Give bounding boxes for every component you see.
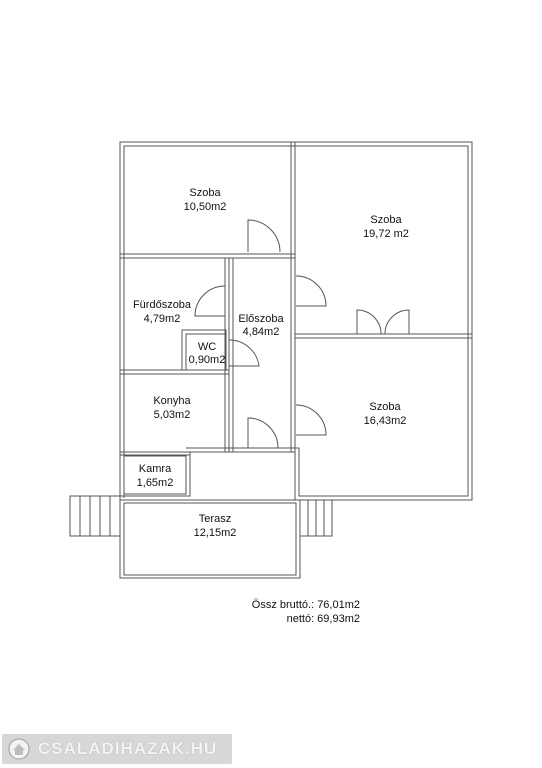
house-logo-icon xyxy=(8,738,30,760)
room-area-szoba-ne: 19,72 m2 xyxy=(363,228,409,240)
room-area-kamra: 1,65m2 xyxy=(137,477,174,489)
room-area-szoba-se: 16,43m2 xyxy=(364,415,407,427)
room-area-wc: 0,90m2 xyxy=(189,354,226,366)
room-area-terasz: 12,15m2 xyxy=(194,527,237,539)
room-name-szoba-se: Szoba xyxy=(369,401,401,413)
room-area-eloszoba: 4,84m2 xyxy=(243,326,280,338)
total-netto: nettó: 69,93m2 xyxy=(286,613,360,625)
room-name-szoba-ne: Szoba xyxy=(370,214,402,226)
room-area-szoba-nw: 10,50m2 xyxy=(184,201,227,213)
area-totals: Össz bruttó.: 76,01m2 nettó: 69,93m2 xyxy=(200,598,360,626)
room-area-konyha: 5,03m2 xyxy=(154,409,191,421)
room-name-terasz: Terasz xyxy=(199,513,231,525)
room-name-kamra: Kamra xyxy=(139,463,172,475)
doors xyxy=(194,219,410,449)
total-brutto: Össz bruttó.: 76,01m2 xyxy=(251,599,360,611)
room-name-szoba-nw: Szoba xyxy=(189,187,221,199)
room-name-eloszoba: Előszoba xyxy=(238,313,284,325)
room-area-furdoszoba: 4,79m2 xyxy=(144,313,181,325)
stairs-left xyxy=(69,495,121,537)
terrace-walls xyxy=(119,499,301,579)
watermark: CSALADIHAZAK.HU xyxy=(2,734,232,764)
interior-walls xyxy=(119,141,473,497)
watermark-text: CSALADIHAZAK.HU xyxy=(38,739,218,758)
stairs-right xyxy=(299,499,333,537)
room-name-wc: WC xyxy=(198,341,216,353)
room-name-konyha: Konyha xyxy=(153,395,191,407)
room-name-furdoszoba: Fürdőszoba xyxy=(133,299,192,311)
